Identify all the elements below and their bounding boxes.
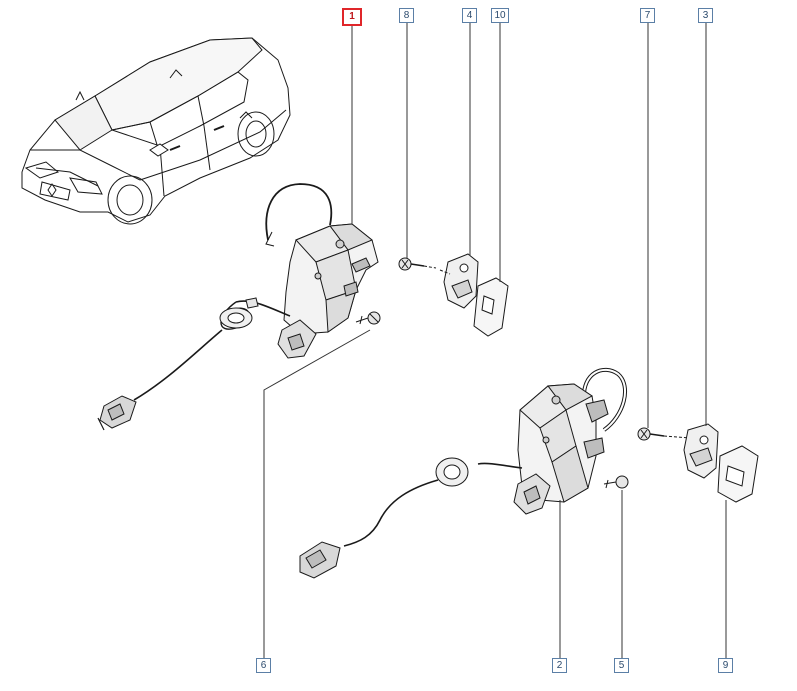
callout-part-3: 3 bbox=[698, 8, 713, 23]
striker-plate-part-4 bbox=[439, 253, 479, 309]
lock-cable-front bbox=[97, 297, 291, 431]
callout-part-1: 1 bbox=[342, 8, 362, 26]
lock-cable-rear bbox=[299, 457, 523, 579]
screw-part-5 bbox=[603, 475, 629, 489]
callout-part-9: 9 bbox=[718, 658, 733, 673]
leader-lines bbox=[263, 23, 727, 658]
callout-part-4: 4 bbox=[462, 8, 477, 23]
screw-part-6 bbox=[355, 311, 381, 325]
striker-plate-part-3 bbox=[683, 423, 719, 479]
car-illustration bbox=[21, 37, 291, 225]
screw-part-8 bbox=[398, 257, 437, 271]
callout-part-6: 6 bbox=[256, 658, 271, 673]
shim-plate-part-10 bbox=[473, 277, 509, 337]
callout-part-10: 10 bbox=[491, 8, 509, 23]
shim-plate-part-9 bbox=[717, 445, 759, 503]
callout-part-2: 2 bbox=[552, 658, 567, 673]
door-lock-front bbox=[265, 183, 379, 359]
door-lock-rear bbox=[513, 368, 628, 515]
screw-part-7 bbox=[637, 427, 691, 441]
callout-part-7: 7 bbox=[640, 8, 655, 23]
callout-part-8: 8 bbox=[399, 8, 414, 23]
callout-part-5: 5 bbox=[614, 658, 629, 673]
